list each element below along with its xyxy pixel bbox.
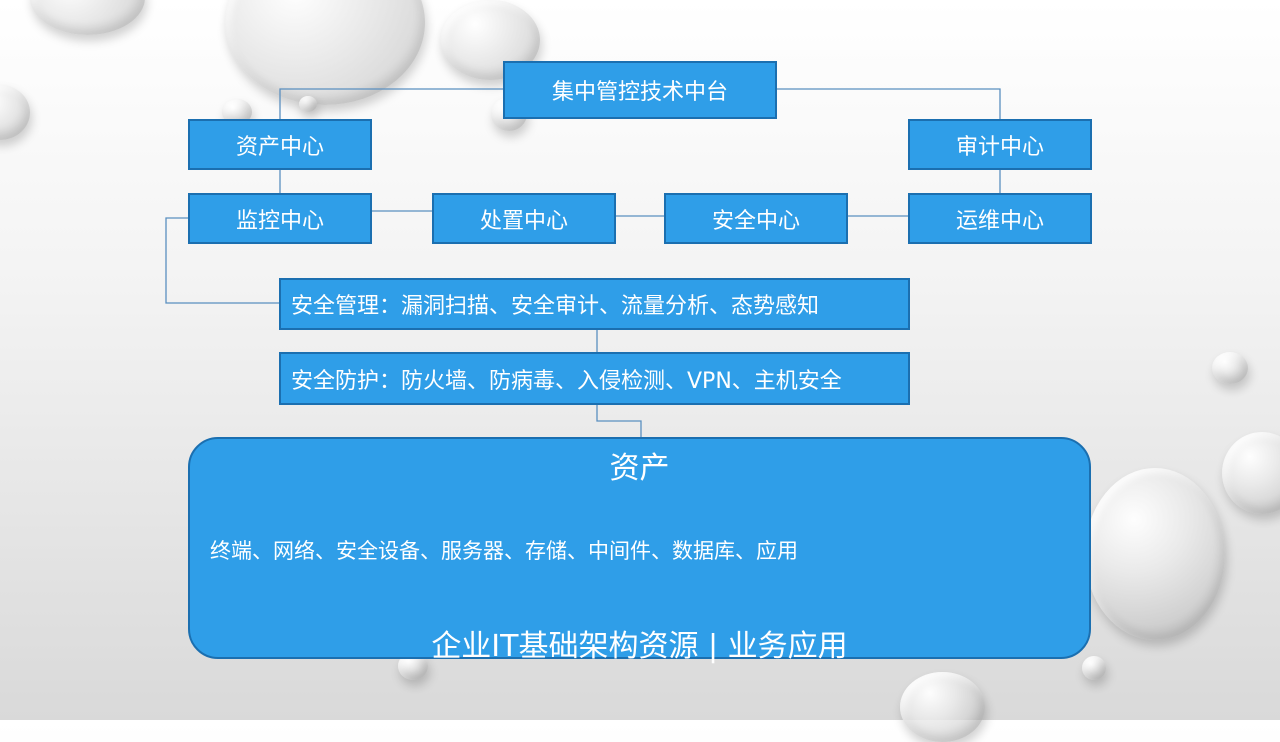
security-center-node: 安全中心 <box>664 193 848 244</box>
connector-lines <box>165 88 1001 439</box>
audit-center-node: 审计中心 <box>908 119 1092 170</box>
security-management-node: 安全管理：漏洞扫描、安全审计、流量分析、态势感知 <box>279 278 910 330</box>
water-drop-decoration <box>1212 352 1248 384</box>
assets-footer: 企业IT基础架构资源 | 业务应用 <box>431 629 848 664</box>
water-drop-decoration <box>1085 468 1225 640</box>
water-drop-decoration <box>1082 656 1106 680</box>
water-drop-decoration <box>299 96 317 112</box>
disposal-center-node: 处置中心 <box>432 193 616 244</box>
assets-panel: 资产 终端、网络、安全设备、服务器、存储、中间件、数据库、应用 企业IT基础架构… <box>188 437 1091 664</box>
security-protection-node: 安全防护：防火墙、防病毒、入侵检测、VPN、主机安全 <box>279 352 910 405</box>
assets-items: 终端、网络、安全设备、服务器、存储、中间件、数据库、应用 <box>210 539 798 563</box>
top-center-node: 集中管控技术中台 <box>503 61 777 119</box>
ops-center-node: 运维中心 <box>908 193 1092 244</box>
assets-title: 资产 <box>609 451 670 486</box>
monitor-center-node: 监控中心 <box>188 193 372 244</box>
water-drop-decoration <box>1222 432 1280 514</box>
asset-center-node: 资产中心 <box>188 119 372 170</box>
